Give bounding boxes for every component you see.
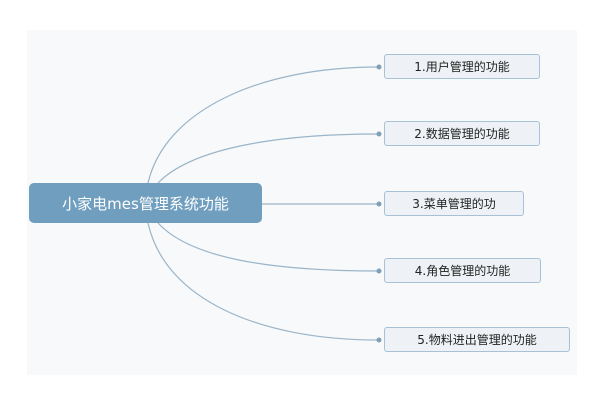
link-1 (147, 66, 379, 184)
link-dot (376, 337, 382, 343)
child-node-user-management[interactable]: 1.用户管理的功能 (384, 54, 540, 79)
link-dot (376, 64, 382, 70)
root-node[interactable]: 小家电mes管理系统功能 (29, 183, 262, 223)
child-node-label: 5.物料进出管理的功能 (417, 333, 537, 347)
child-node-data-management[interactable]: 2.数据管理的功能 (384, 121, 540, 146)
link-2 (157, 133, 379, 184)
child-node-label: 4.角色管理的功能 (414, 264, 511, 278)
link-4 (157, 222, 379, 272)
child-node-label: 2.数据管理的功能 (414, 127, 510, 141)
child-node-label: 3.菜单管理的功 (412, 197, 496, 211)
child-node-role-management[interactable]: 4.角色管理的功能 (384, 258, 541, 283)
link-dot (376, 131, 382, 137)
child-node-label: 1.用户管理的功能 (414, 60, 510, 74)
child-node-material-management[interactable]: 5.物料进出管理的功能 (384, 327, 570, 352)
link-dot (376, 268, 382, 274)
link-5 (147, 222, 379, 341)
root-node-label: 小家电mes管理系统功能 (62, 194, 229, 213)
child-node-menu-management[interactable]: 3.菜单管理的功 (384, 191, 524, 216)
link-dot (376, 201, 382, 207)
